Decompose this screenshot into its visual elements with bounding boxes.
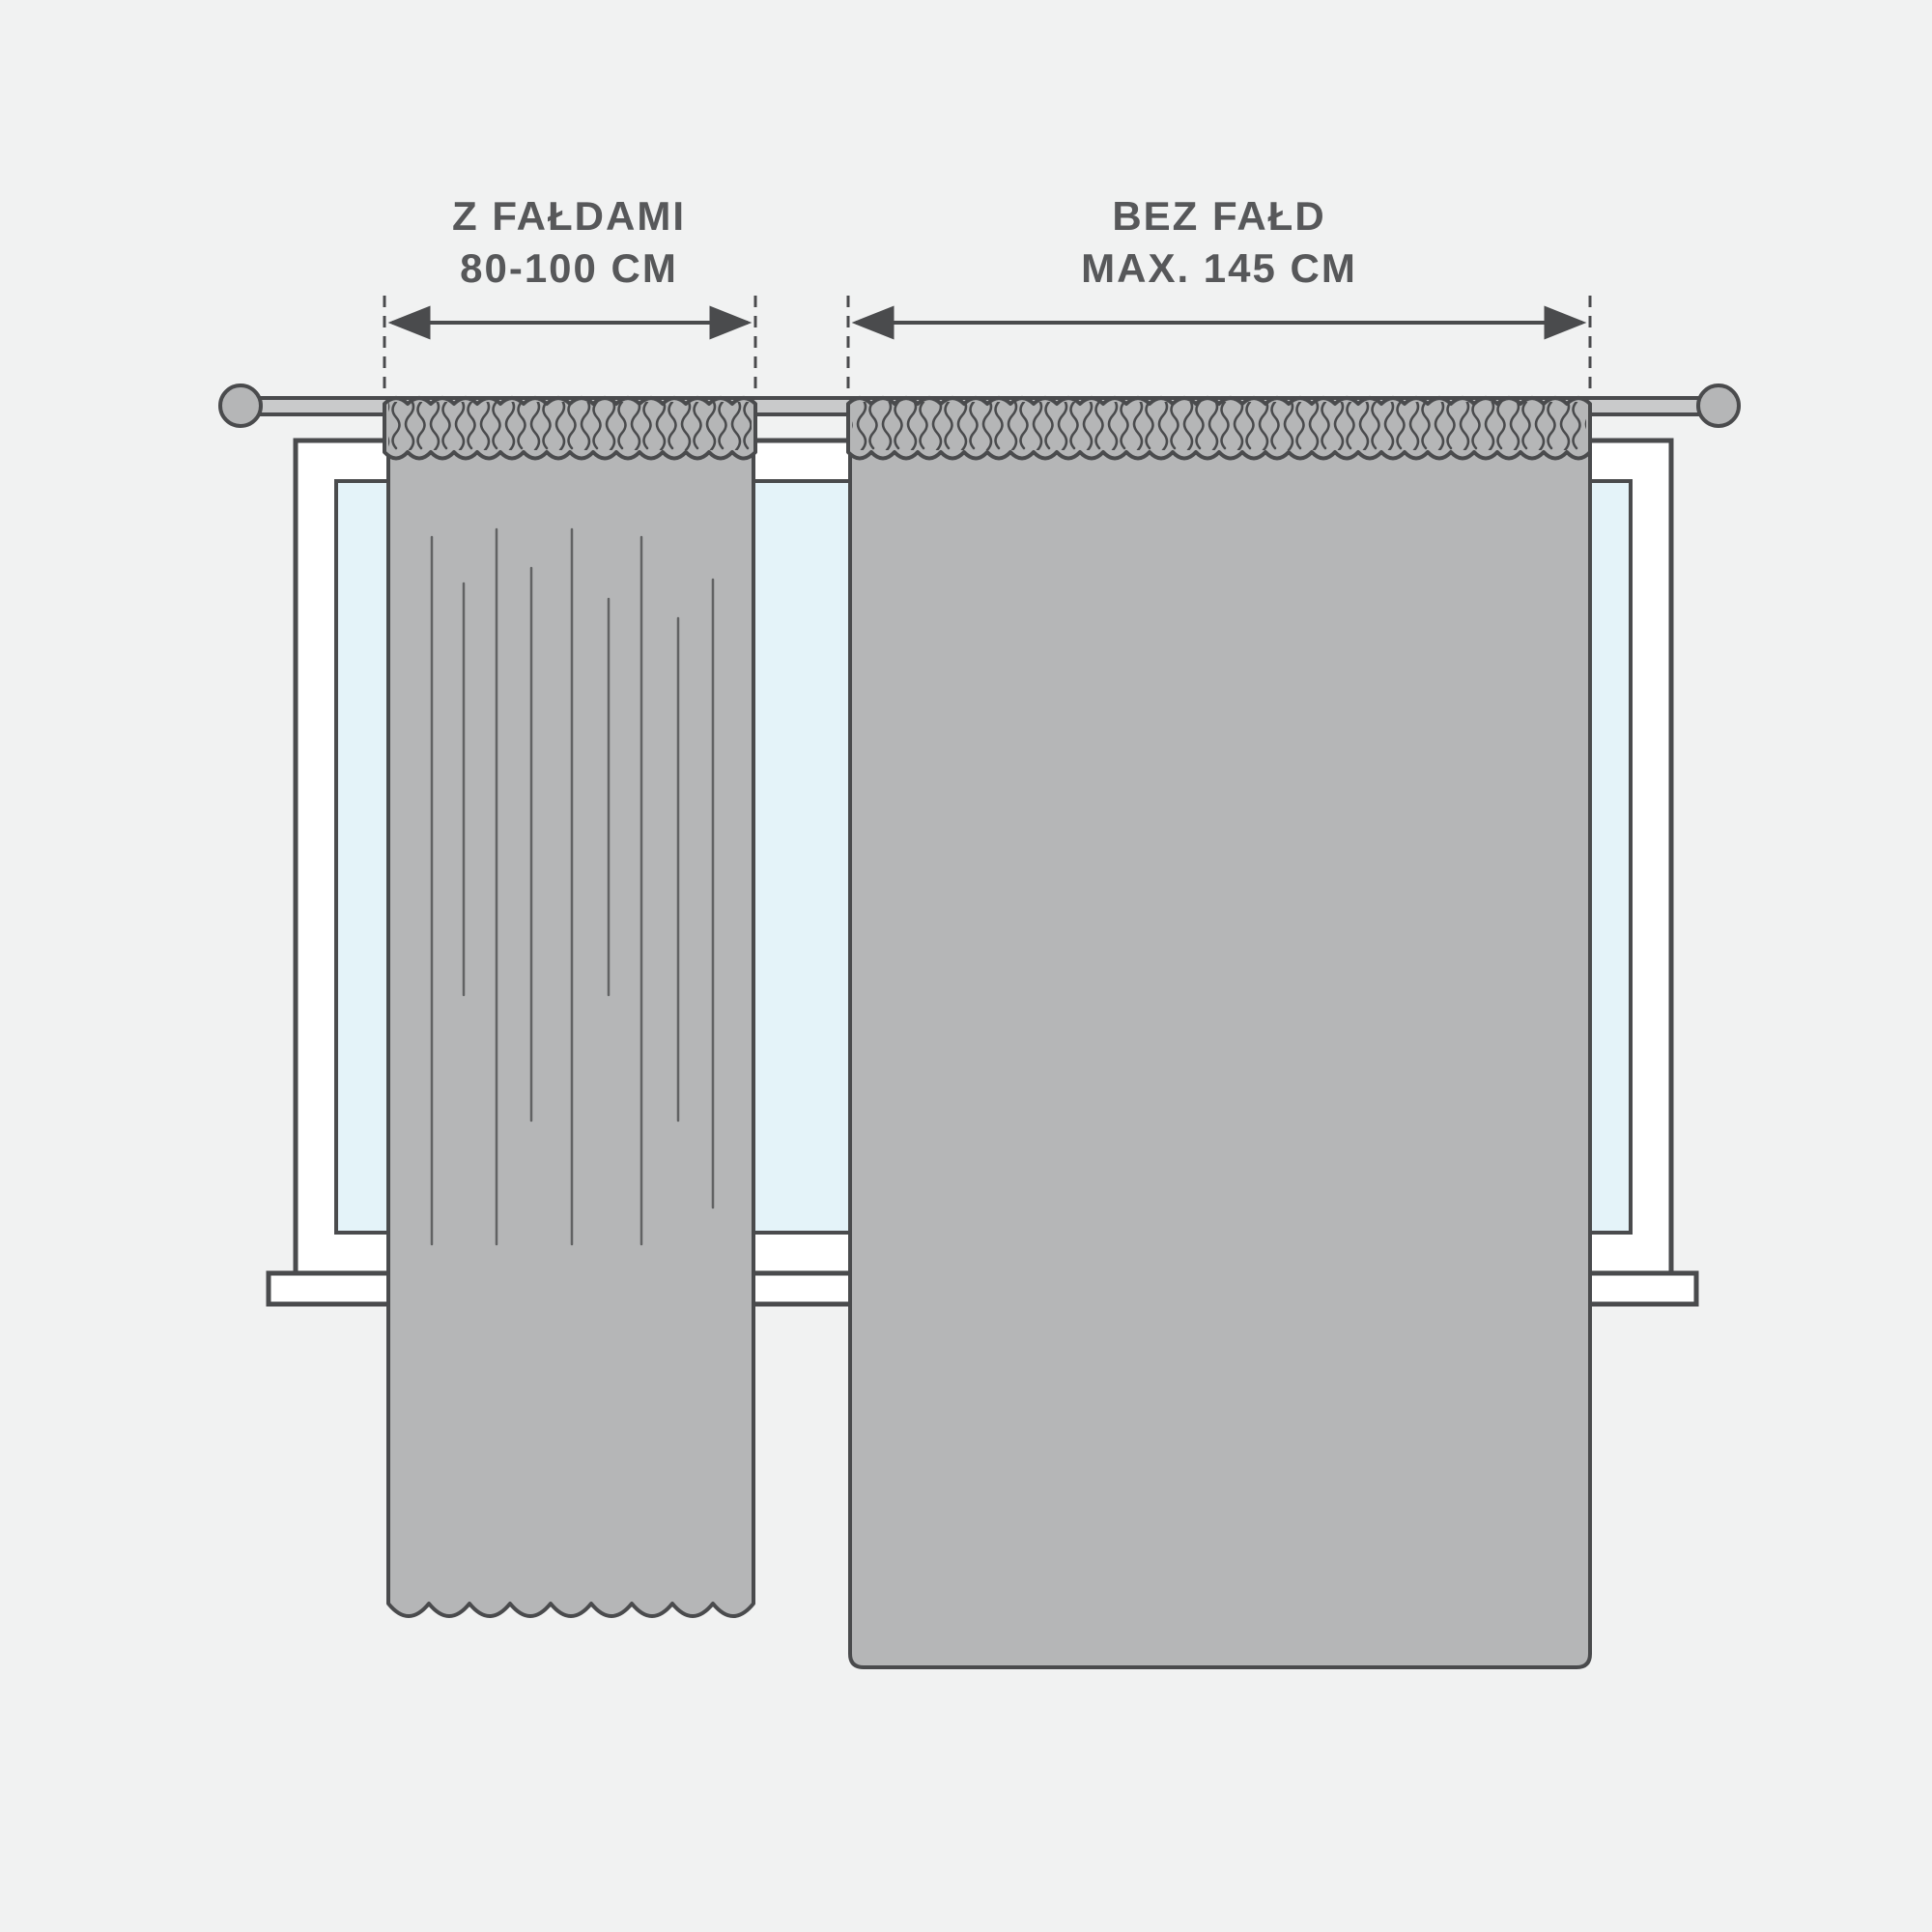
- curtain-right-ruching: [852, 402, 1586, 450]
- curtain-left: [383, 396, 757, 1618]
- label-right-size: MAX. 145 CM: [1081, 245, 1357, 291]
- curtain-left-folds: [430, 527, 715, 1246]
- dimension-left: Z FAŁDAMI 80-100 CM: [383, 193, 757, 396]
- curtain-right-body: [848, 446, 1592, 1669]
- label-left-size: 80-100 CM: [460, 245, 678, 291]
- rod-finial-right: [1696, 384, 1741, 428]
- dimension-right: BEZ FAŁD MAX. 145 CM: [846, 193, 1592, 396]
- label-left-title: Z FAŁDAMI: [452, 193, 686, 239]
- label-right-title: BEZ FAŁD: [1112, 193, 1325, 239]
- curtain-right: [846, 396, 1592, 1669]
- curtain-left-ruching: [388, 402, 752, 450]
- rod-finial-left: [218, 384, 263, 428]
